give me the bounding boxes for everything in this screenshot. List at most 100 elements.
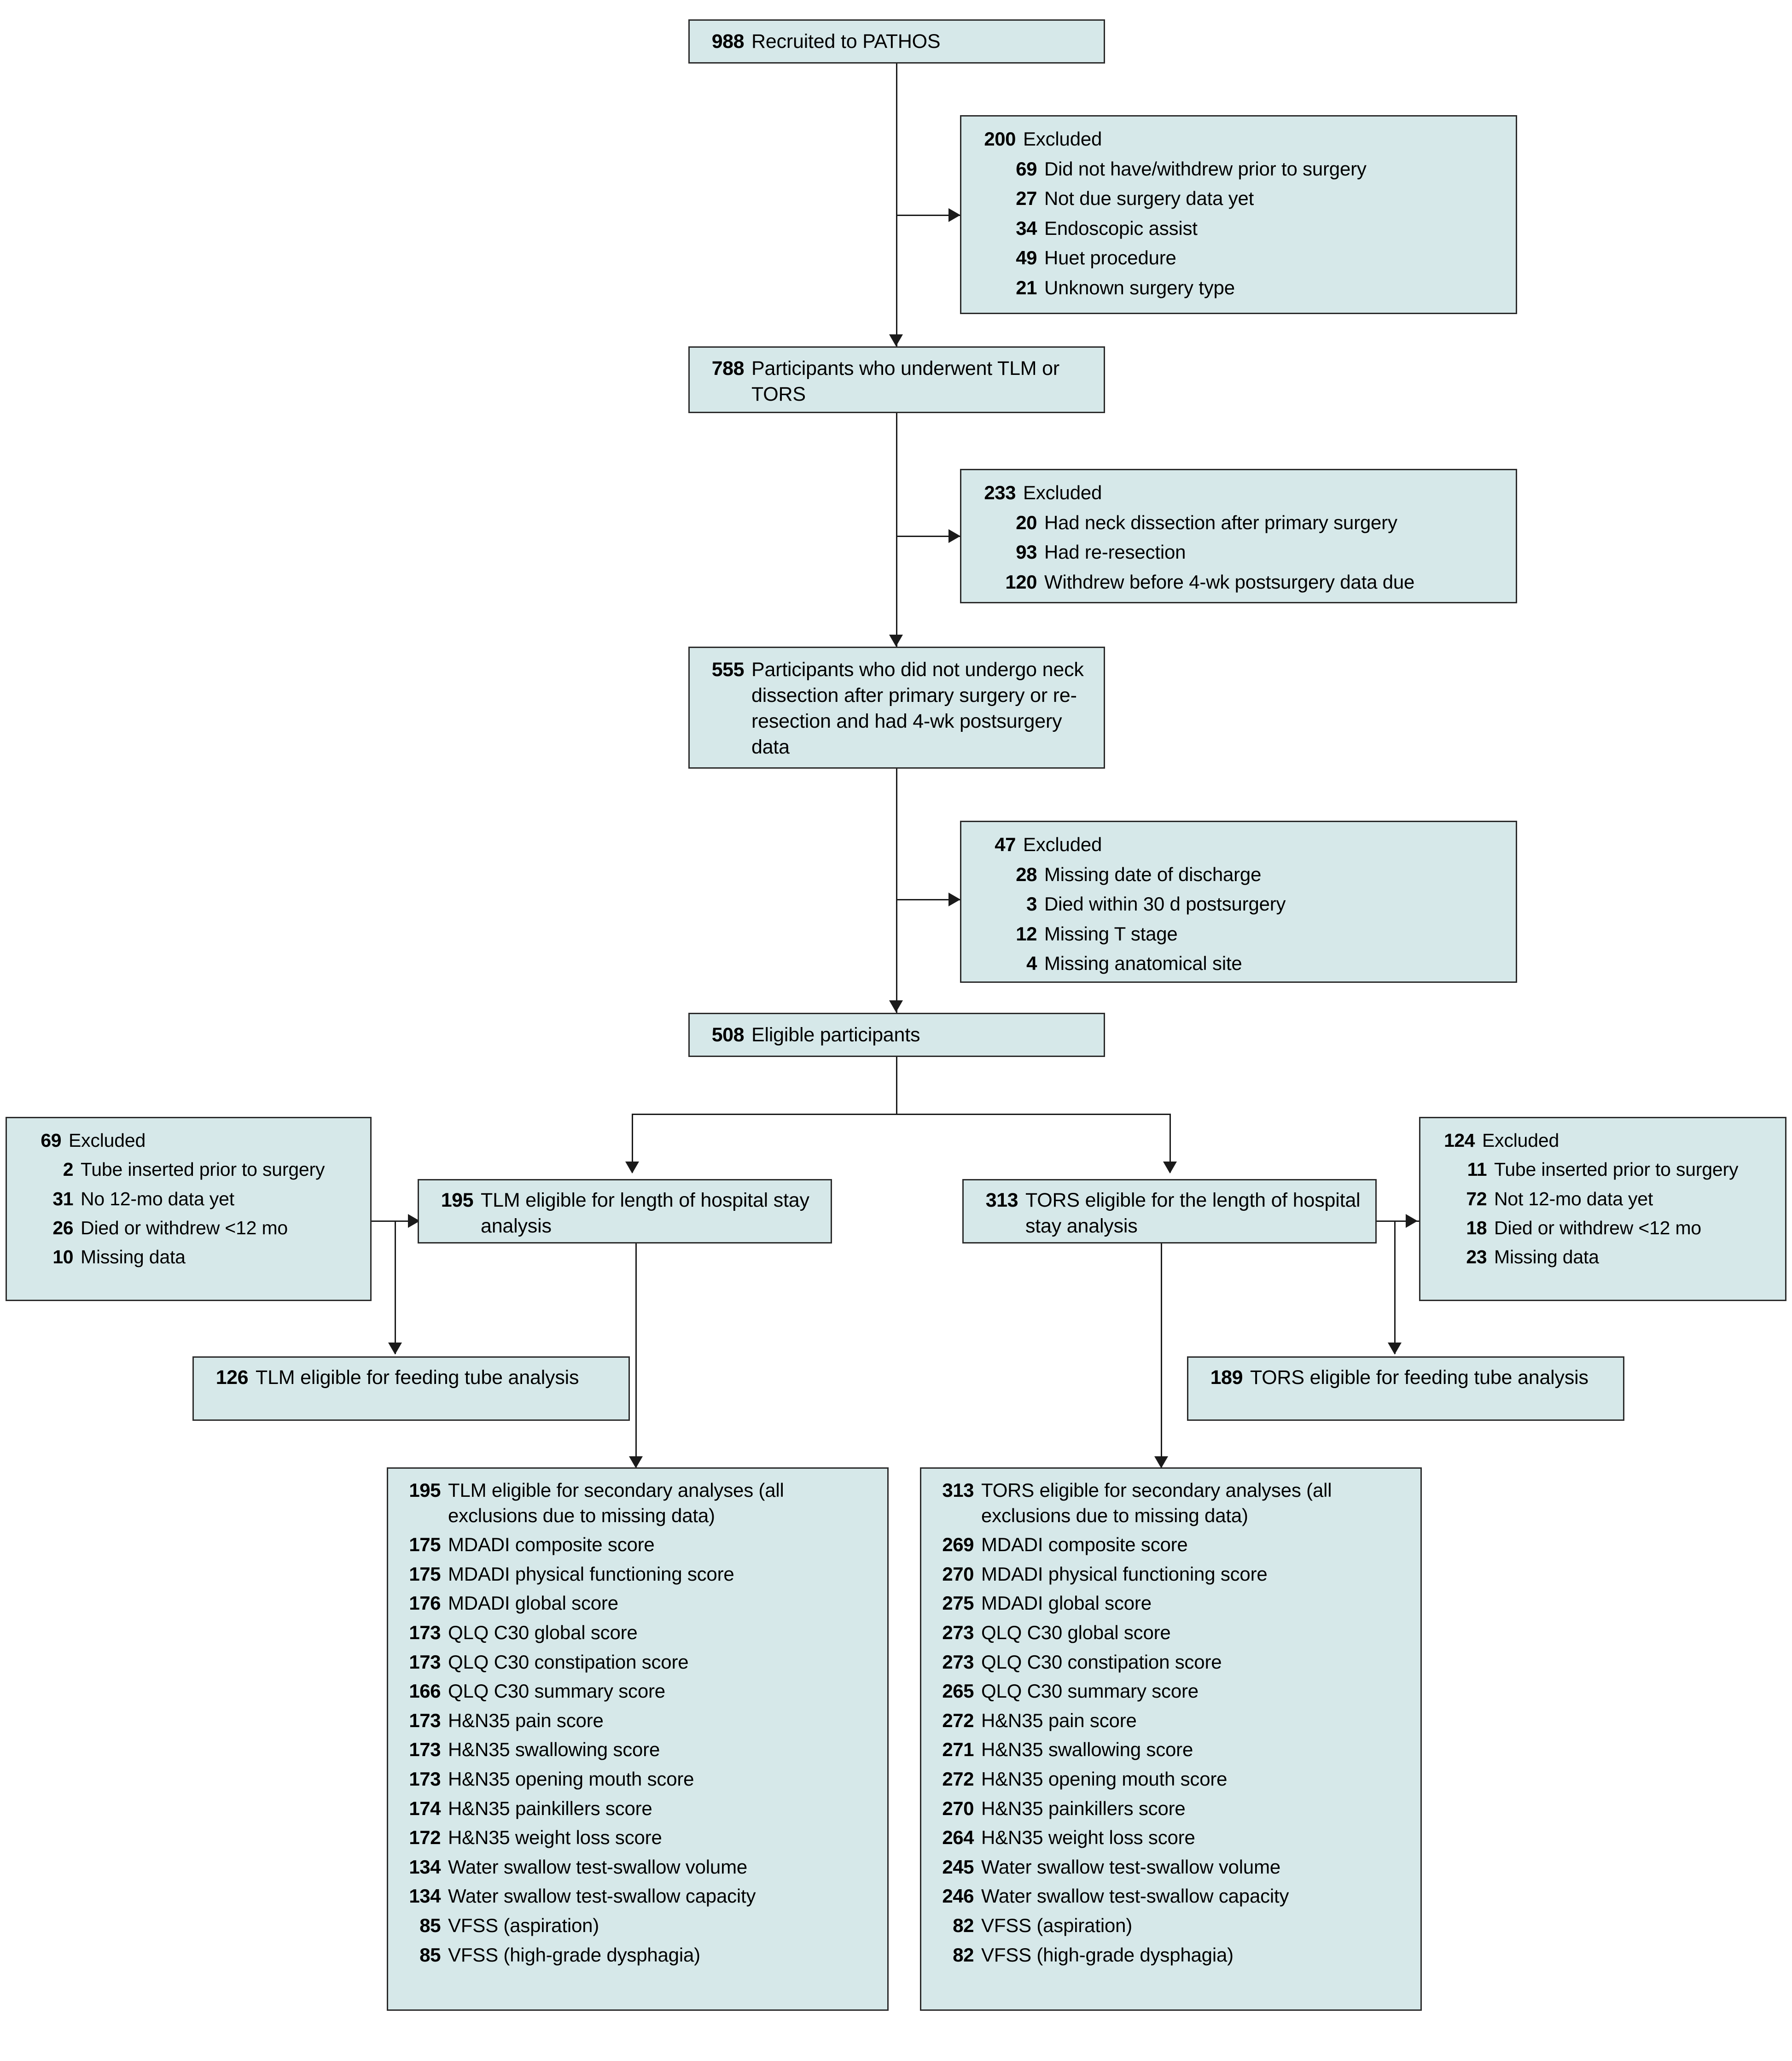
arrowhead-tors-los-to-excluded [1406,1214,1418,1228]
node-tors-feeding-label: TORS eligible for feeding tube analysis [1250,1366,1588,1389]
connector-tors-los-right [1377,1220,1419,1222]
node-recruited: 988 Recruited to PATHOS [688,19,1105,64]
node-excluded-tors: 124 Excluded 11 Tube inserted prior to s… [1419,1117,1786,1301]
excluded-tors-item-count: 23 [1466,1246,1487,1268]
excluded-3-item-label: Died within 30 d postsurgery [1044,893,1286,915]
arrowhead-to-tors-los [1163,1162,1177,1174]
excluded-3-item-label: Missing date of discharge [1044,863,1262,885]
excluded-1-item: 69 Did not have/withdrew prior to surger… [973,157,1504,182]
excluded-tlm-item-label: Died or withdrew <12 mo [81,1217,288,1238]
tlm-secondary-item-count: 85 [419,1914,441,1936]
tlm-secondary-item-label: MDADI global score [448,1592,618,1614]
node-tlm-los-count: 195 [441,1189,474,1211]
tors-secondary-item-label: MDADI composite score [981,1534,1188,1556]
arrowhead-to-excluded-2 [948,529,960,543]
excluded-tors-item: 18 Died or withdrew <12 mo [1432,1216,1773,1240]
tlm-secondary-item-label: H&N35 pain score [448,1709,604,1731]
excluded-2-item: 20 Had neck dissection after primary sur… [973,510,1504,536]
tors-secondary-item-label: H&N35 swallowing score [981,1739,1193,1761]
tlm-secondary-item-label: QLQ C30 summary score [448,1680,665,1702]
excluded-tlm-item-label: Missing data [81,1246,186,1268]
excluded-1-item: 27 Not due surgery data yet [973,186,1504,211]
node-tlm-secondary-count: 195 [409,1479,441,1501]
excluded-2-item-label: Had re-resection [1044,541,1186,563]
node-excluded-3: 47 Excluded 28 Missing date of discharge… [960,821,1517,983]
node-eligible-count: 508 [711,1024,745,1046]
excluded-tlm-item-count: 10 [52,1246,73,1268]
excluded-3-item-count: 3 [1026,893,1037,915]
tlm-secondary-item-label: Water swallow test-swallow capacity [448,1885,756,1907]
node-no-neck-dissection-label: Participants who did not undergo neck di… [751,659,1084,758]
connector-788-down [896,413,897,647]
node-tlm-los: 195 TLM eligible for length of hospital … [418,1179,832,1244]
tlm-secondary-item-label: MDADI physical functioning score [448,1563,734,1585]
excluded-1-item-label: Did not have/withdrew prior to surgery [1044,158,1367,180]
excluded-2-item-label: Withdrew before 4-wk postsurgery data du… [1044,571,1415,593]
tlm-secondary-item-count: 166 [409,1680,441,1702]
node-tors-feeding-count: 189 [1210,1366,1243,1389]
node-eligible-label: Eligible participants [751,1024,920,1046]
tors-secondary-item-label: VFSS (high-grade dysphagia) [981,1944,1233,1966]
tors-secondary-item-count: 273 [942,1651,974,1673]
tors-secondary-item-count: 269 [942,1534,974,1556]
excluded-1-item-count: 27 [1016,187,1037,210]
tlm-secondary-item-count: 173 [409,1709,441,1731]
connector-to-excluded-2 [896,536,960,537]
excluded-1-item-label: Endoscopic assist [1044,217,1198,239]
node-tors-los-count: 313 [985,1189,1018,1211]
node-excluded-3-count: 47 [995,834,1016,855]
excluded-tlm-item-count: 2 [63,1159,74,1180]
arrowhead-tors-to-feeding [1388,1343,1402,1355]
tors-secondary-item-label: QLQ C30 constipation score [981,1651,1222,1673]
excluded-2-item: 93 Had re-resection [973,540,1504,565]
excluded-tlm-item-label: No 12-mo data yet [81,1188,234,1209]
tlm-secondary-item-count: 174 [409,1797,441,1819]
tors-secondary-item: 273 QLQ C30 constipation score [931,1650,1410,1675]
node-tors-feeding: 189 TORS eligible for feeding tube analy… [1187,1356,1624,1421]
connector-tlm-los-to-secondary [635,1244,637,1467]
excluded-3-item: 28 Missing date of discharge [973,862,1504,887]
excluded-2-item-count: 20 [1016,511,1037,533]
tors-secondary-item-label: MDADI global score [981,1592,1152,1614]
node-recruited-label: Recruited to PATHOS [751,30,941,53]
node-excluded-tlm-label: Excluded [69,1130,146,1151]
tlm-secondary-item-label: QLQ C30 constipation score [448,1651,689,1673]
tors-secondary-item: 269 MDADI composite score [931,1532,1410,1558]
tors-secondary-item-label: H&N35 weight loss score [981,1827,1195,1849]
tors-secondary-item-count: 82 [953,1944,974,1966]
connector-recruited-down [896,64,897,346]
tlm-secondary-item-count: 134 [409,1885,441,1907]
node-underwent-surgery-count: 788 [711,357,745,380]
arrowhead-to-508 [889,1000,903,1012]
tors-secondary-item-count: 246 [942,1885,974,1907]
excluded-2-item-count: 93 [1016,541,1037,563]
tlm-secondary-item-label: QLQ C30 global score [448,1621,638,1643]
excluded-tors-item-label: Tube inserted prior to surgery [1494,1159,1739,1180]
node-underwent-surgery: 788 Participants who underwent TLM or TO… [688,346,1105,413]
excluded-tlm-item: 31 No 12-mo data yet [19,1187,358,1211]
node-tlm-feeding: 126 TLM eligible for feeding tube analys… [192,1356,630,1421]
tors-secondary-item-count: 82 [953,1914,974,1936]
connector-excluded-tlm-down [395,1220,396,1354]
node-excluded-1-label: Excluded [1023,128,1102,150]
excluded-tors-item-count: 72 [1466,1188,1487,1209]
tors-secondary-item-count: 275 [942,1592,974,1614]
excluded-tlm-item: 10 Missing data [19,1245,358,1269]
arrowhead-to-tlm-los [625,1162,639,1174]
node-tlm-feeding-label: TLM eligible for feeding tube analysis [256,1366,579,1389]
node-tlm-secondary: 195 TLM eligible for secondary analyses … [387,1467,889,2011]
node-tors-los-label: TORS eligible for the length of hospital… [1025,1189,1361,1237]
arrowhead-tors-los-to-secondary [1154,1456,1168,1468]
tors-secondary-item-count: 272 [942,1709,974,1731]
excluded-1-item: 34 Endoscopic assist [973,216,1504,241]
excluded-2-item: 120 Withdrew before 4-wk postsurgery dat… [973,570,1504,595]
